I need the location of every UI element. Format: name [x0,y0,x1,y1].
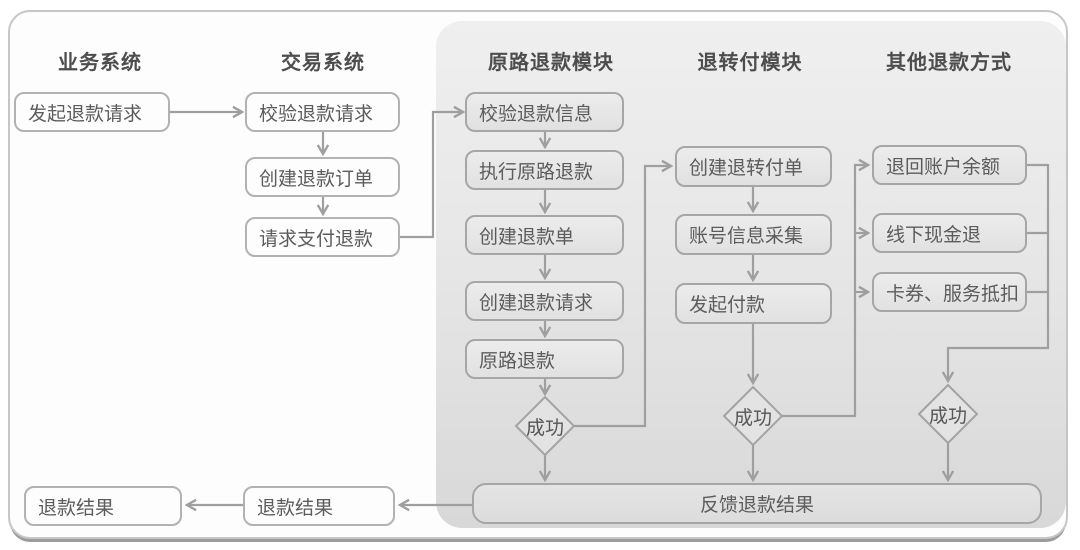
decision-label-transfer-success: 成功 [733,407,772,429]
node-original-route-refund: 原路退款 [465,339,624,379]
node-collect-account-info: 账号信息采集 [675,214,832,255]
node-offline-cash-refund: 线下现金退 [872,213,1027,253]
diamond-original-route-success [514,395,576,457]
decision-label-other-success: 成功 [928,405,967,427]
node-initiate-payment: 发起付款 [675,283,832,324]
node-create-transfer-refund-order: 创建退转付单 [675,146,832,187]
node-create-refund-request: 创建退款请求 [465,281,624,321]
node-feedback-refund-result: 反馈退款结果 [472,483,1042,524]
decision-label-original-route-success: 成功 [525,417,564,439]
decision-diamonds [514,383,979,457]
node-execute-original-route-refund: 执行原路退款 [465,150,624,190]
diamond-transfer-success [722,385,784,447]
lane-title-transaction-system: 交易系统 [281,52,365,74]
node-coupon-service-deduction: 卡券、服务抵扣 [872,272,1027,312]
lane-title-original-route-module: 原路退款模块 [488,52,614,74]
lane-title-business-system: 业务系统 [58,52,142,74]
node-create-refund-order: 创建退款订单 [245,157,400,197]
node-create-refund-slip: 创建退款单 [465,215,624,255]
node-initiate-refund-request: 发起退款请求 [14,92,170,132]
node-refund-result-business: 退款结果 [24,486,182,526]
diamond-other-success [917,383,979,445]
node-request-payment-refund: 请求支付退款 [245,217,400,257]
node-validate-refund-request: 校验退款请求 [245,92,400,132]
lane-title-other-refund-methods: 其他退款方式 [886,52,1012,74]
node-refund-to-account-balance: 退回账户余额 [872,145,1027,185]
connectors [170,112,1050,505]
lane-title-transfer-module: 退转付模块 [697,52,803,74]
node-validate-refund-info: 校验退款信息 [465,92,624,132]
node-refund-result-transaction: 退款结果 [243,486,395,526]
